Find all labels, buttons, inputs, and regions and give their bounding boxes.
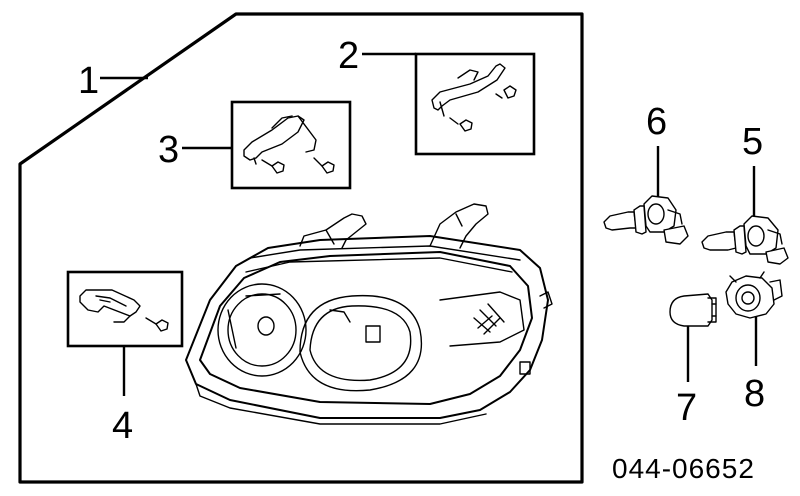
callout-1: 1 <box>78 60 99 102</box>
assembly-frame <box>18 12 584 484</box>
bulb-7-icon <box>669 293 717 327</box>
bracket-4-icon <box>79 289 169 332</box>
callout-2: 2 <box>338 35 359 77</box>
headlamp-assembly-icon <box>185 203 553 425</box>
bracket-2-icon <box>431 63 517 132</box>
part-box-4 <box>66 270 184 348</box>
socket-8-icon <box>725 271 783 319</box>
callout-5: 5 <box>742 121 763 163</box>
callout-3: 3 <box>158 129 179 171</box>
callout-7: 7 <box>676 387 697 429</box>
part-box-3 <box>230 100 352 190</box>
bracket-3-icon <box>243 115 335 174</box>
bulb-6-icon <box>603 195 689 245</box>
callout-8: 8 <box>744 373 765 415</box>
part-number: 044-06652 <box>612 453 755 484</box>
part-box-2 <box>414 52 536 156</box>
bulb-5-icon <box>701 215 789 265</box>
callout-4: 4 <box>112 405 133 447</box>
callout-6: 6 <box>646 101 667 143</box>
